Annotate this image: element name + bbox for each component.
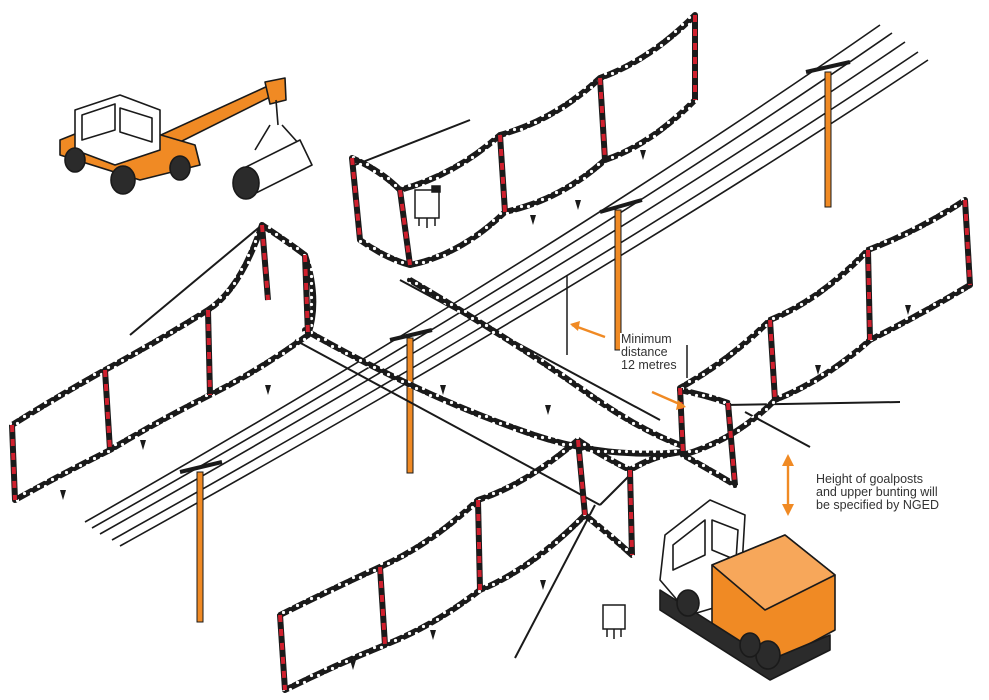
minimum-distance-line-3: 12 metres [620,358,678,372]
bunting-flags [60,150,911,670]
warning-sign-icon [414,185,441,228]
utility-pole [805,60,851,208]
warning-sign-icon [602,604,626,639]
utility-pole [179,460,223,623]
minimum-distance-marker [566,275,688,410]
height-note-line-1: Height of goalposts [816,472,924,486]
minimum-distance-line-2: distance [620,346,678,359]
minimum-distance-label: Minimum distance 12 metres [620,333,678,372]
crane-truck-icon [59,77,313,200]
arrow-right-icon [651,390,686,410]
arrow-left-icon [570,321,606,339]
utility-pole [599,198,643,351]
goalposts [9,15,973,691]
height-note-line-3: be specified by NGED [816,498,939,512]
height-note-line-2: and upper bunting will [816,485,938,499]
dump-truck-icon [659,499,836,681]
utility-poles [179,60,851,623]
height-marker [782,454,794,516]
overhead-power-lines [84,24,929,547]
utility-pole [389,328,433,474]
height-note-label: Height of goalposts and upper bunting wi… [816,473,939,512]
bunting-lines [9,12,973,693]
minimum-distance-line-1: Minimum [620,333,678,346]
